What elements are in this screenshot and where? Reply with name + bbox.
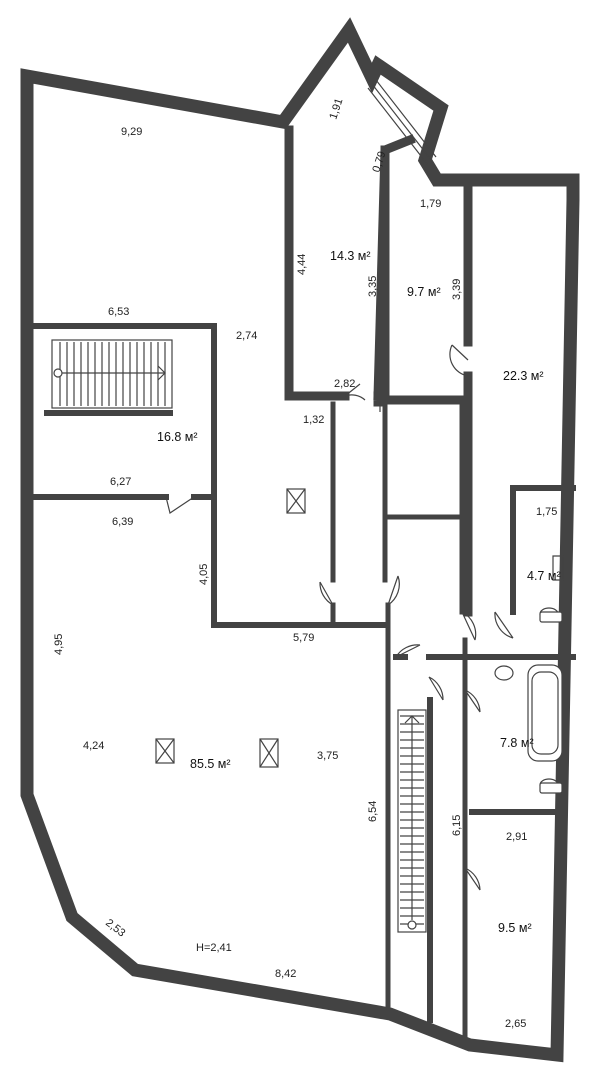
staircase-lower: [397, 709, 427, 933]
area-label: 7.8 м²: [500, 736, 534, 750]
dimension-label: 2,53: [103, 917, 127, 940]
dimension-label: 4,44: [296, 254, 308, 275]
area-label: 4.7 м²: [527, 569, 561, 583]
wall-corridor: [330, 401, 391, 1015]
area-labels: 14.3 м² 9.7 м² 22.3 м² 16.8 м² 4.7 м² 85…: [157, 249, 561, 954]
wall-small-rooms: [382, 401, 468, 1048]
staircase-upper: [51, 339, 173, 409]
dimension-label: 6,53: [108, 306, 129, 318]
area-label: 14.3 м²: [330, 249, 371, 263]
area-label: 22.3 м²: [503, 369, 544, 383]
dimension-label: 1,75: [536, 506, 557, 518]
dimension-label: 6,15: [451, 815, 463, 836]
dimension-label: 1,91: [327, 97, 345, 121]
dimension-label: 1,32: [303, 414, 324, 426]
dimension-label: 6,39: [112, 516, 133, 528]
dimension-label: 5,79: [293, 632, 314, 644]
dimension-label: 2,65: [505, 1018, 526, 1030]
wall-stair-16: [24, 323, 388, 628]
dimension-labels: 9,29 1,91 0,79 1,79 4,44 3,35 3,39 6,53 …: [53, 97, 557, 1030]
dimension-label: 9,29: [121, 126, 142, 138]
ceiling-height-label: H=2,41: [196, 942, 232, 954]
walls: [20, 17, 580, 1063]
dimension-label: 6,27: [110, 476, 131, 488]
dimension-label: 2,74: [236, 330, 257, 342]
area-label: 9.7 м²: [407, 285, 441, 299]
area-label: 9.5 м²: [498, 921, 532, 935]
doors: [165, 344, 514, 891]
area-label: 85.5 м²: [190, 757, 231, 771]
sanitary-fixtures: [494, 555, 564, 794]
wall-bath-block: [393, 485, 576, 1023]
dimension-label: 3,39: [451, 279, 463, 300]
dimension-label: 2,82: [334, 378, 355, 390]
dimension-label: 6,54: [367, 801, 379, 822]
dimension-label: 1,79: [420, 198, 441, 210]
dimension-label: 4,24: [83, 740, 104, 752]
wall-9-7-room: [380, 145, 473, 617]
area-label: 16.8 м²: [157, 430, 198, 444]
dimension-label: 8,42: [275, 968, 296, 980]
column-markers: [155, 488, 306, 768]
dimension-label: 3,75: [317, 750, 338, 762]
dimension-label: 3,35: [367, 276, 379, 297]
dimension-label: 2,91: [506, 831, 527, 843]
dimension-label: 4,05: [198, 564, 210, 585]
outer-wall: [20, 17, 580, 1063]
window: [367, 79, 437, 166]
dimension-label: 4,95: [53, 634, 65, 655]
